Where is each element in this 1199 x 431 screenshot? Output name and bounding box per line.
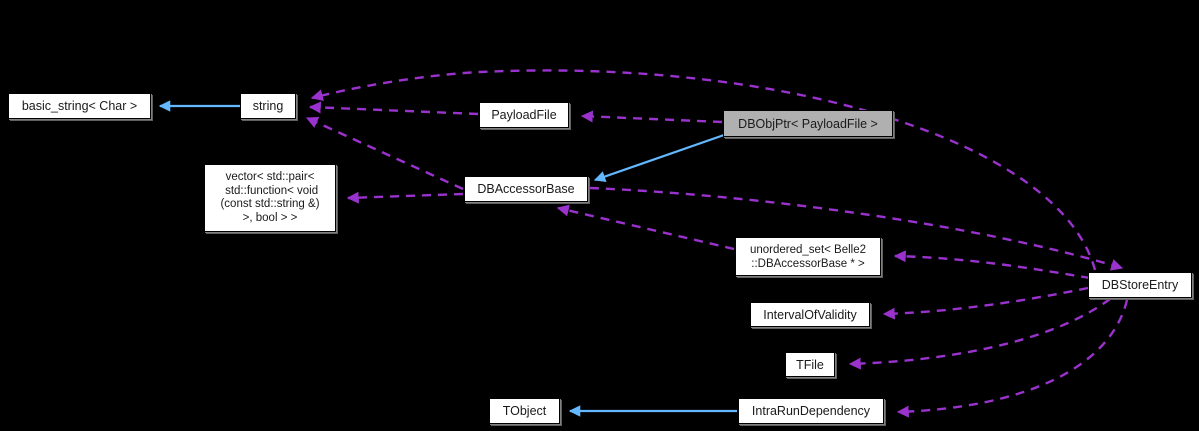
node-dbstoreentry[interactable]: DBStoreEntry [1088, 272, 1192, 298]
node-dbobjptr-payloadfile[interactable]: DBObjPtr< PayloadFile > [723, 110, 893, 137]
node-payloadfile-label: PayloadFile [491, 108, 557, 122]
node-string-label: string [252, 99, 284, 113]
edge-dbstoreentry-to-string [310, 69, 1097, 271]
edge-dbstoreentry-to-tfile [848, 298, 1111, 370]
node-dbstoreentry-label: DBStoreEntry [1101, 278, 1179, 292]
edge-dbaccessorbase-to-vector-pair [346, 191, 464, 204]
node-tfile[interactable]: TFile [785, 352, 835, 377]
node-intrarundependency-label: IntraRunDependency [751, 404, 871, 418]
edge-payloadfile-to-string [308, 101, 479, 116]
edge-dbstoreentry-to-intervalofvalidity [882, 286, 1089, 320]
edge-dbobjptr-to-payloadfile [580, 110, 723, 124]
node-tfile-label: TFile [796, 357, 824, 372]
node-basic-string[interactable]: basic_string< Char > [8, 93, 151, 119]
node-dbaccessorbase[interactable]: DBAccessorBase [464, 176, 588, 202]
node-dbobjptr-payloadfile-label: DBObjPtr< PayloadFile > [738, 116, 878, 131]
node-basic-string-label: basic_string< Char > [21, 99, 138, 113]
edge-unorderedset-to-dbaccessorbase [556, 204, 735, 251]
node-tobject[interactable]: TObject [489, 398, 560, 424]
node-vector-pair[interactable]: vector< std::pair< std::function< void (… [204, 164, 336, 232]
node-unordered-set-label: unordered_set< Belle2 ::DBAccessorBase *… [749, 243, 867, 270]
node-intervalofvalidity-label: IntervalOfValidity [763, 307, 857, 322]
node-payloadfile[interactable]: PayloadFile [479, 102, 569, 128]
node-tobject-label: TObject [502, 404, 547, 418]
edge-dbstoreentry-to-intrarundependency [896, 299, 1129, 418]
node-dbaccessorbase-label: DBAccessorBase [477, 182, 575, 196]
node-vector-pair-label: vector< std::pair< std::function< void (… [220, 171, 320, 224]
node-unordered-set[interactable]: unordered_set< Belle2 ::DBAccessorBase *… [735, 237, 881, 276]
edge-dbobjptr-to-dbaccessorbase [593, 133, 725, 183]
node-intrarundependency[interactable]: IntraRunDependency [738, 398, 884, 424]
edge-dbstoreentry-to-unorderedset [893, 250, 1091, 280]
node-string[interactable]: string [240, 93, 296, 119]
node-intervalofvalidity[interactable]: IntervalOfValidity [750, 302, 870, 327]
